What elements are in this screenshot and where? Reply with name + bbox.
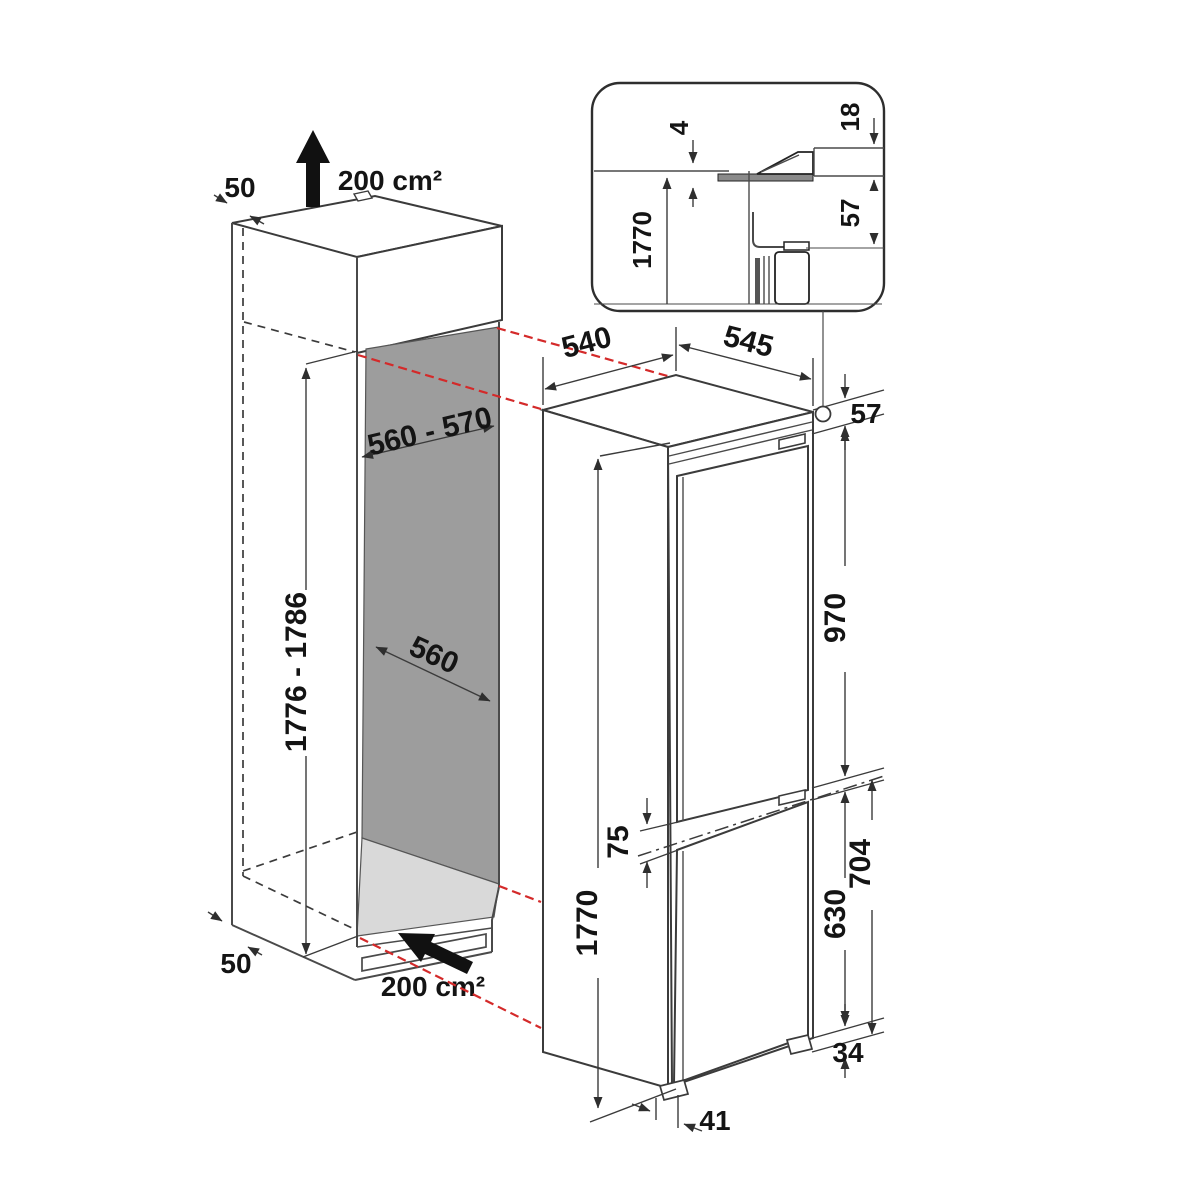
projection-line-top-right: [496, 326, 672, 379]
inset-seal-bar: [755, 258, 760, 304]
inset-frame: [590, 81, 886, 313]
fridge-top-rim-line2: [668, 429, 813, 465]
cabinet-bottom-right-edge: [491, 886, 500, 952]
door-split-centerline: [637, 775, 885, 857]
cabinet-bottom-front-edge: [354, 951, 493, 981]
top-vent-slot: [352, 190, 374, 202]
inset-gap-label: 4: [664, 120, 694, 135]
lower-section-label: 704: [844, 839, 877, 889]
airflow-up-arrow-icon: [296, 130, 330, 207]
projection-line-bottom-right: [498, 884, 542, 904]
upper-door: [676, 444, 809, 824]
upper-door-label: 970: [819, 593, 852, 643]
top-gap-label: 50: [224, 172, 255, 203]
fit-width-dim-line: [361, 424, 495, 459]
fit-depth-dim-line: [375, 646, 491, 702]
lower-door-label: 630: [819, 889, 852, 939]
inset-top-slab: [717, 173, 814, 182]
recess-arrow-a: [631, 1102, 651, 1112]
door-gap-label: 75: [602, 825, 635, 858]
bottom-gap-label: 50: [220, 948, 251, 979]
detail-inset: 4 1770 18 57: [590, 81, 886, 423]
niche-floor-panel: [356, 837, 500, 937]
hinge-point-marker: [814, 405, 832, 423]
bottom-gap-arrow-a: [207, 911, 223, 922]
foot-ext-a: [812, 1017, 885, 1039]
lower-door-handle: [778, 788, 806, 807]
top-gap-arrow-b: [249, 215, 265, 226]
inset-height-label: 1770: [627, 211, 657, 269]
height-ext-top: [599, 442, 671, 457]
split-ext-a: [811, 767, 885, 789]
inset-offset-label: 57: [835, 199, 865, 228]
inset-step-label: 18: [835, 103, 865, 132]
foot-ext-b: [811, 1031, 885, 1053]
height-ext-bottom: [589, 1088, 677, 1123]
cabinet-drawing: 200 cm² 50 50 200 cm² 560 - 570 560 1776…: [207, 130, 503, 1002]
split-ext-b: [811, 779, 885, 801]
top-gap-arrow-a: [213, 193, 228, 204]
appliance-height-label: 1770: [571, 890, 604, 957]
fit-height-label: 1776 - 1786: [280, 592, 313, 752]
fit-height-ext-top: [305, 350, 359, 365]
right-foot: [785, 1033, 814, 1056]
airflow-bottom-arrow-icon: [398, 933, 473, 974]
projection-lines: [357, 326, 672, 1029]
top-edge-ext-b: [811, 413, 885, 435]
top-edge-label: 57: [850, 398, 881, 429]
cabinet-bottom-left-edge: [231, 924, 356, 981]
hidden-niche-top-line: [243, 321, 356, 353]
recess-label: 41: [699, 1105, 730, 1136]
bottom-gap-arrow-b: [247, 946, 263, 957]
inset-wedge-inner: [760, 154, 800, 173]
bottom-vent-area-label: 200 cm²: [381, 971, 485, 1002]
fridge-drawing: 540 545 57 970 75 630 704: [539, 320, 885, 1136]
gap-ext-a: [639, 821, 679, 832]
width-dim-line: [678, 343, 812, 381]
fridge-left-face: [542, 408, 669, 1090]
upper-door-handle: [778, 432, 806, 451]
fridge-top-rim-line1: [668, 421, 813, 457]
inset-hinge-body: [774, 251, 810, 305]
inset-wedge: [756, 151, 814, 175]
foot-height-label: 34: [832, 1037, 864, 1068]
recess-arrow-b: [683, 1123, 703, 1133]
hidden-bottom-front-line: [242, 875, 353, 929]
top-vent-area-label: 200 cm²: [338, 165, 442, 196]
inset-bracket: [752, 212, 789, 248]
projection-line-bottom-left: [359, 937, 542, 1029]
plinth-vent-frame: [361, 932, 487, 973]
inset-hinge-plate: [783, 241, 810, 251]
hidden-bottom-back-line: [242, 831, 358, 872]
depth-dim-line: [544, 353, 674, 391]
fit-height-ext-bottom: [302, 935, 359, 958]
projection-line-top-left: [357, 353, 542, 411]
